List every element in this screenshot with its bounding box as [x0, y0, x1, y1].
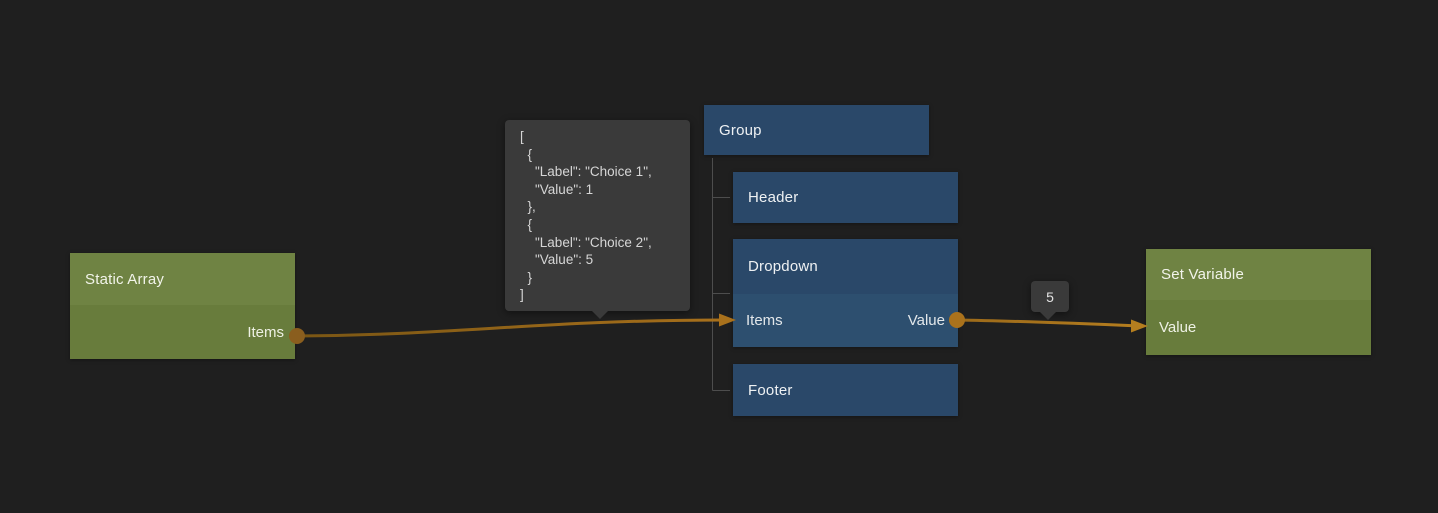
node-footer[interactable]: Footer: [733, 364, 958, 416]
node-header-title: Header: [733, 172, 958, 223]
node-footer-title: Footer: [733, 364, 958, 416]
port-label-value-input: Value: [1159, 319, 1197, 336]
node-group-title: Group: [704, 105, 929, 155]
wire-items-to-dropdown[interactable]: [296, 318, 729, 338]
wire-value-to-set-variable[interactable]: [956, 318, 1141, 328]
value-preview-text: 5: [1046, 288, 1054, 305]
node-group[interactable]: Group: [704, 105, 929, 155]
port-label-items-output: Items: [247, 323, 284, 341]
port-label-items-input: Items: [746, 312, 783, 329]
node-header[interactable]: Header: [733, 172, 958, 223]
node-set-variable-input-row: Value: [1146, 300, 1371, 355]
node-static-array[interactable]: Static Array Items: [70, 253, 295, 359]
tooltip-pointer: [592, 311, 608, 319]
node-static-array-title: Static Array: [70, 253, 295, 305]
value-preview-tooltip: 5: [1031, 281, 1069, 320]
node-static-array-output-row: Items: [70, 305, 295, 359]
array-preview-json: [ { "Label": "Choice 1", "Value": 1 }, {…: [520, 129, 652, 303]
node-set-variable[interactable]: Set Variable Value: [1146, 249, 1371, 355]
group-tree-connector: [712, 158, 730, 391]
tooltip-pointer: [1040, 312, 1056, 320]
node-dropdown-port-row: Items Value: [733, 294, 958, 347]
node-dropdown-title: Dropdown: [733, 239, 958, 294]
node-set-variable-title: Set Variable: [1146, 249, 1371, 300]
array-preview-tooltip: [ { "Label": "Choice 1", "Value": 1 }, {…: [505, 120, 690, 319]
node-dropdown[interactable]: Dropdown Items Value: [733, 239, 958, 347]
port-label-value-output: Value: [907, 312, 945, 329]
